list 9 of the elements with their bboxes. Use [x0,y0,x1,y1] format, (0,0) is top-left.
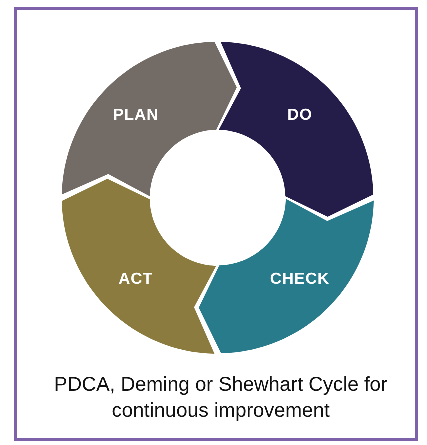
cycle-segment [62,42,238,197]
segment-label: CHECK [270,271,330,290]
segment-label: DO [288,106,313,125]
segment-label: ACT [118,271,154,289]
cycle-segment [219,42,374,218]
cycle-segment [198,199,374,354]
segment-label: PLAN [113,106,159,125]
cycle-segment [62,178,217,354]
caption: PDCA, Deming or Shewhart Cycle for continuous improvement [53,373,389,424]
